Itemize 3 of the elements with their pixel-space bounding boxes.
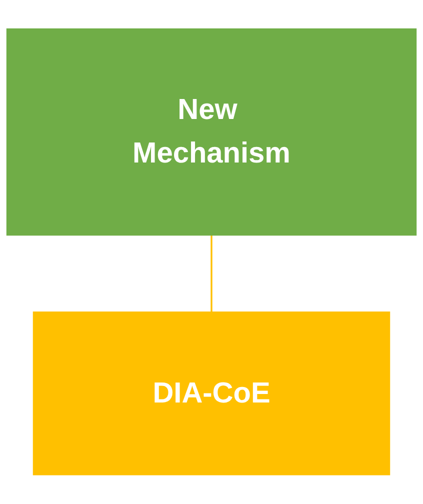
connector <box>210 235 212 312</box>
node-box: New Mechanism <box>6 28 417 236</box>
node-box: DIA-CoE <box>32 312 390 476</box>
